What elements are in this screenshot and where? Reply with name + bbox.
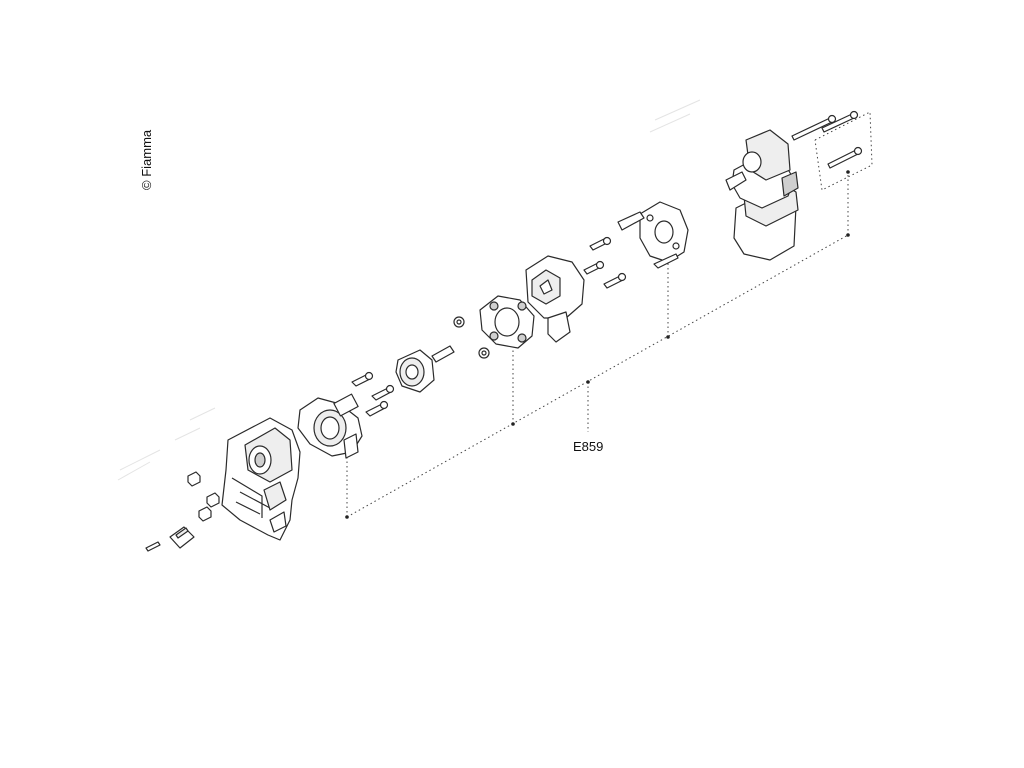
ring-adapter	[479, 295, 535, 349]
screw-set-b	[453, 316, 490, 359]
screw-set-a	[351, 371, 395, 417]
coupling-bearing	[395, 345, 455, 393]
terminal-connector	[169, 526, 195, 549]
gear-motor-block	[525, 255, 585, 343]
small-pin	[145, 541, 161, 552]
long-bolt-set	[791, 110, 863, 169]
gearbox-housing	[221, 417, 301, 541]
nut-set	[187, 471, 220, 522]
part-code-label: E859	[573, 439, 604, 454]
electric-motor	[725, 129, 799, 261]
flange-plate	[297, 393, 363, 459]
background-sketch-marks	[117, 99, 701, 481]
leader-lines	[345, 111, 873, 519]
copyright-label: © Fiamma	[139, 129, 154, 190]
brake-plate	[617, 201, 689, 269]
screw-set-c	[583, 236, 627, 289]
